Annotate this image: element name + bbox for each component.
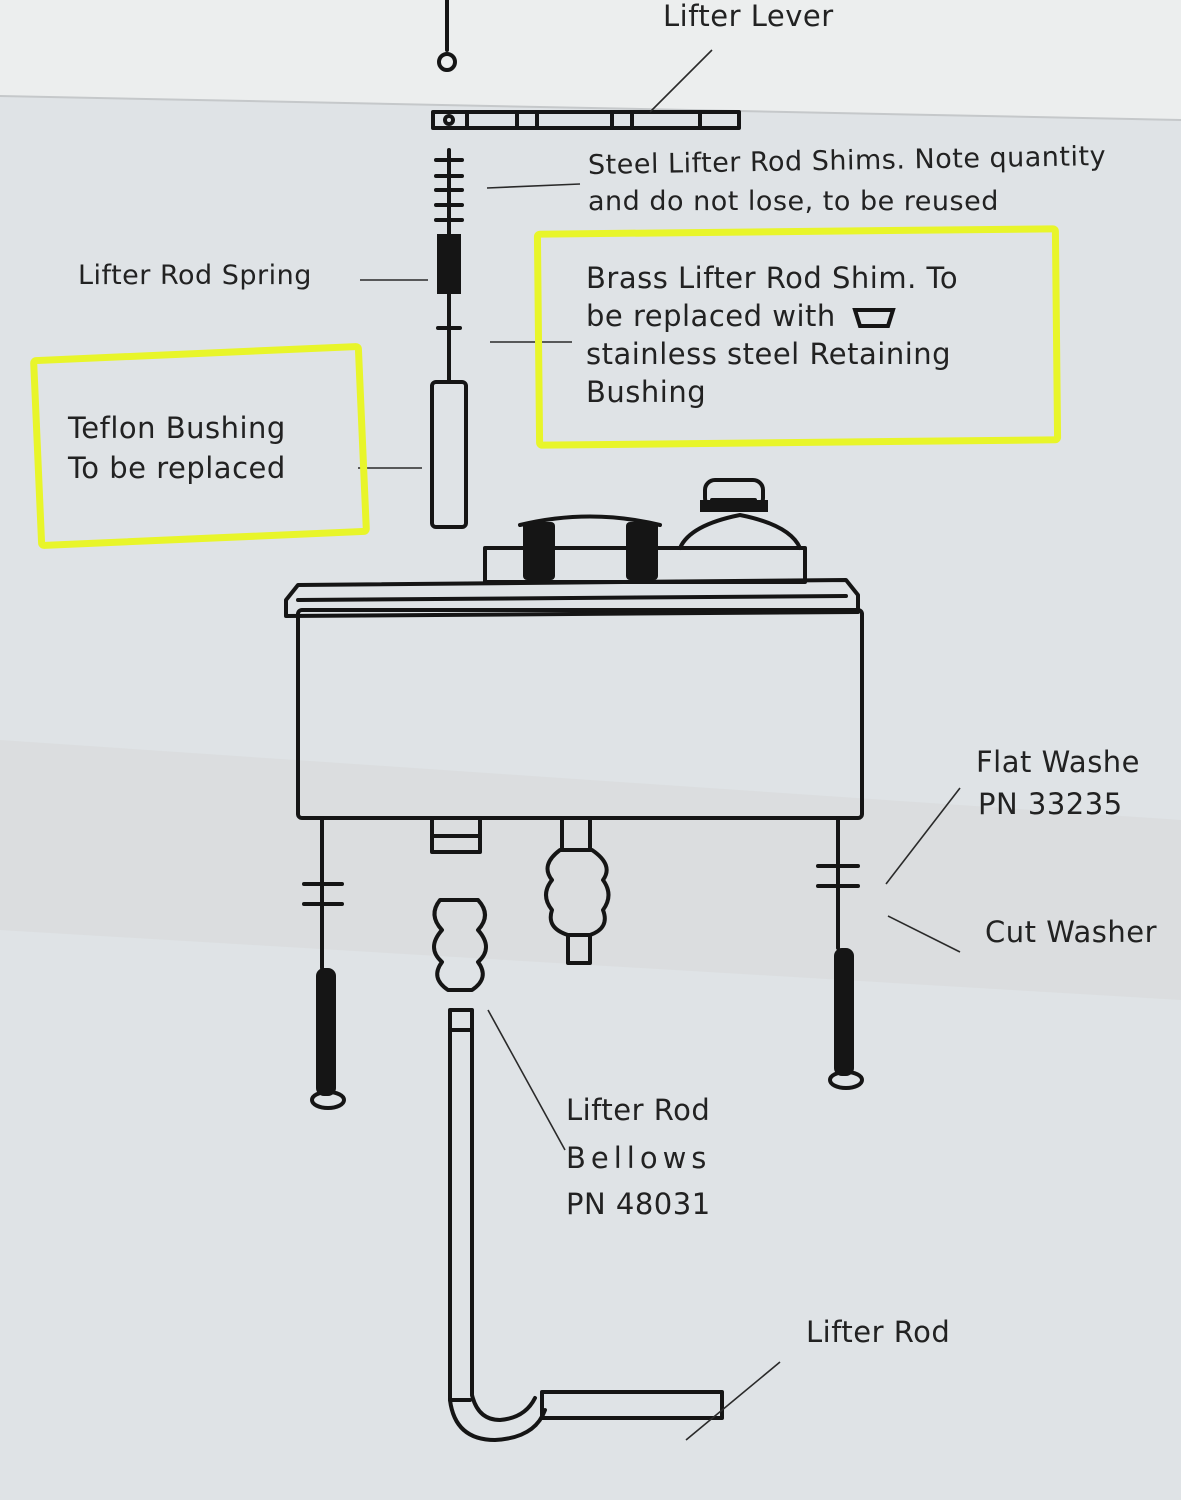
label-cut-washer: Cut Washer: [985, 915, 1158, 949]
lifter-rod-leader: [685, 1361, 781, 1441]
cap-band: [700, 500, 768, 512]
bellows-leader: [487, 1009, 566, 1151]
teflon-bushing-part: [430, 380, 468, 529]
cut-washer-leader: [887, 915, 961, 953]
label-brass-shim-2: be replaced with: [586, 299, 836, 333]
label-lifter-lever: Lifter Lever: [663, 0, 834, 33]
lever-link: [437, 0, 457, 72]
label-bellows-2: Bellows: [566, 1141, 712, 1175]
steel-shims-leader: [486, 183, 581, 189]
label-brass-shim-2-row: be replaced with: [586, 298, 896, 336]
label-bellows-1: Lifter Rod: [566, 1093, 711, 1127]
right-bolt-part: [816, 816, 864, 1090]
lifter-rod-spring-part: [437, 234, 461, 294]
lower-fittings: [430, 816, 611, 965]
label-bellows-3: PN 48031: [566, 1187, 711, 1221]
lifter-lever-part: [431, 110, 741, 130]
label-lifter-rod-spring: Lifter Rod Spring: [78, 260, 312, 291]
mount-post-right: [626, 522, 658, 580]
label-teflon-2: To be replaced: [68, 451, 286, 485]
label-brass-shim-4: Bushing: [586, 375, 707, 409]
label-brass-shim-3: stainless steel Retaining: [586, 337, 952, 371]
label-flat-washer-1: Flat Washe: [976, 745, 1141, 779]
left-bolt-thread: [316, 968, 336, 1096]
lifter-lever-leader: [649, 49, 713, 113]
label-teflon-1: Teflon Bushing: [68, 411, 286, 445]
retaining-bushing-icon: [851, 308, 896, 328]
label-brass-shim-1: Brass Lifter Rod Shim. To: [586, 261, 959, 295]
right-bolt-thread: [834, 948, 854, 1076]
mount-post-left: [523, 522, 555, 580]
flat-washer-leader: [885, 787, 961, 885]
label-steel-shims-2: and do not lose, to be reused: [588, 186, 999, 217]
lifter-rod-bellows-part: [432, 898, 488, 992]
label-lifter-rod: Lifter Rod: [806, 1315, 951, 1349]
lifter-rod-part: [448, 1008, 724, 1442]
label-flat-washer-2: PN 33235: [978, 787, 1123, 821]
